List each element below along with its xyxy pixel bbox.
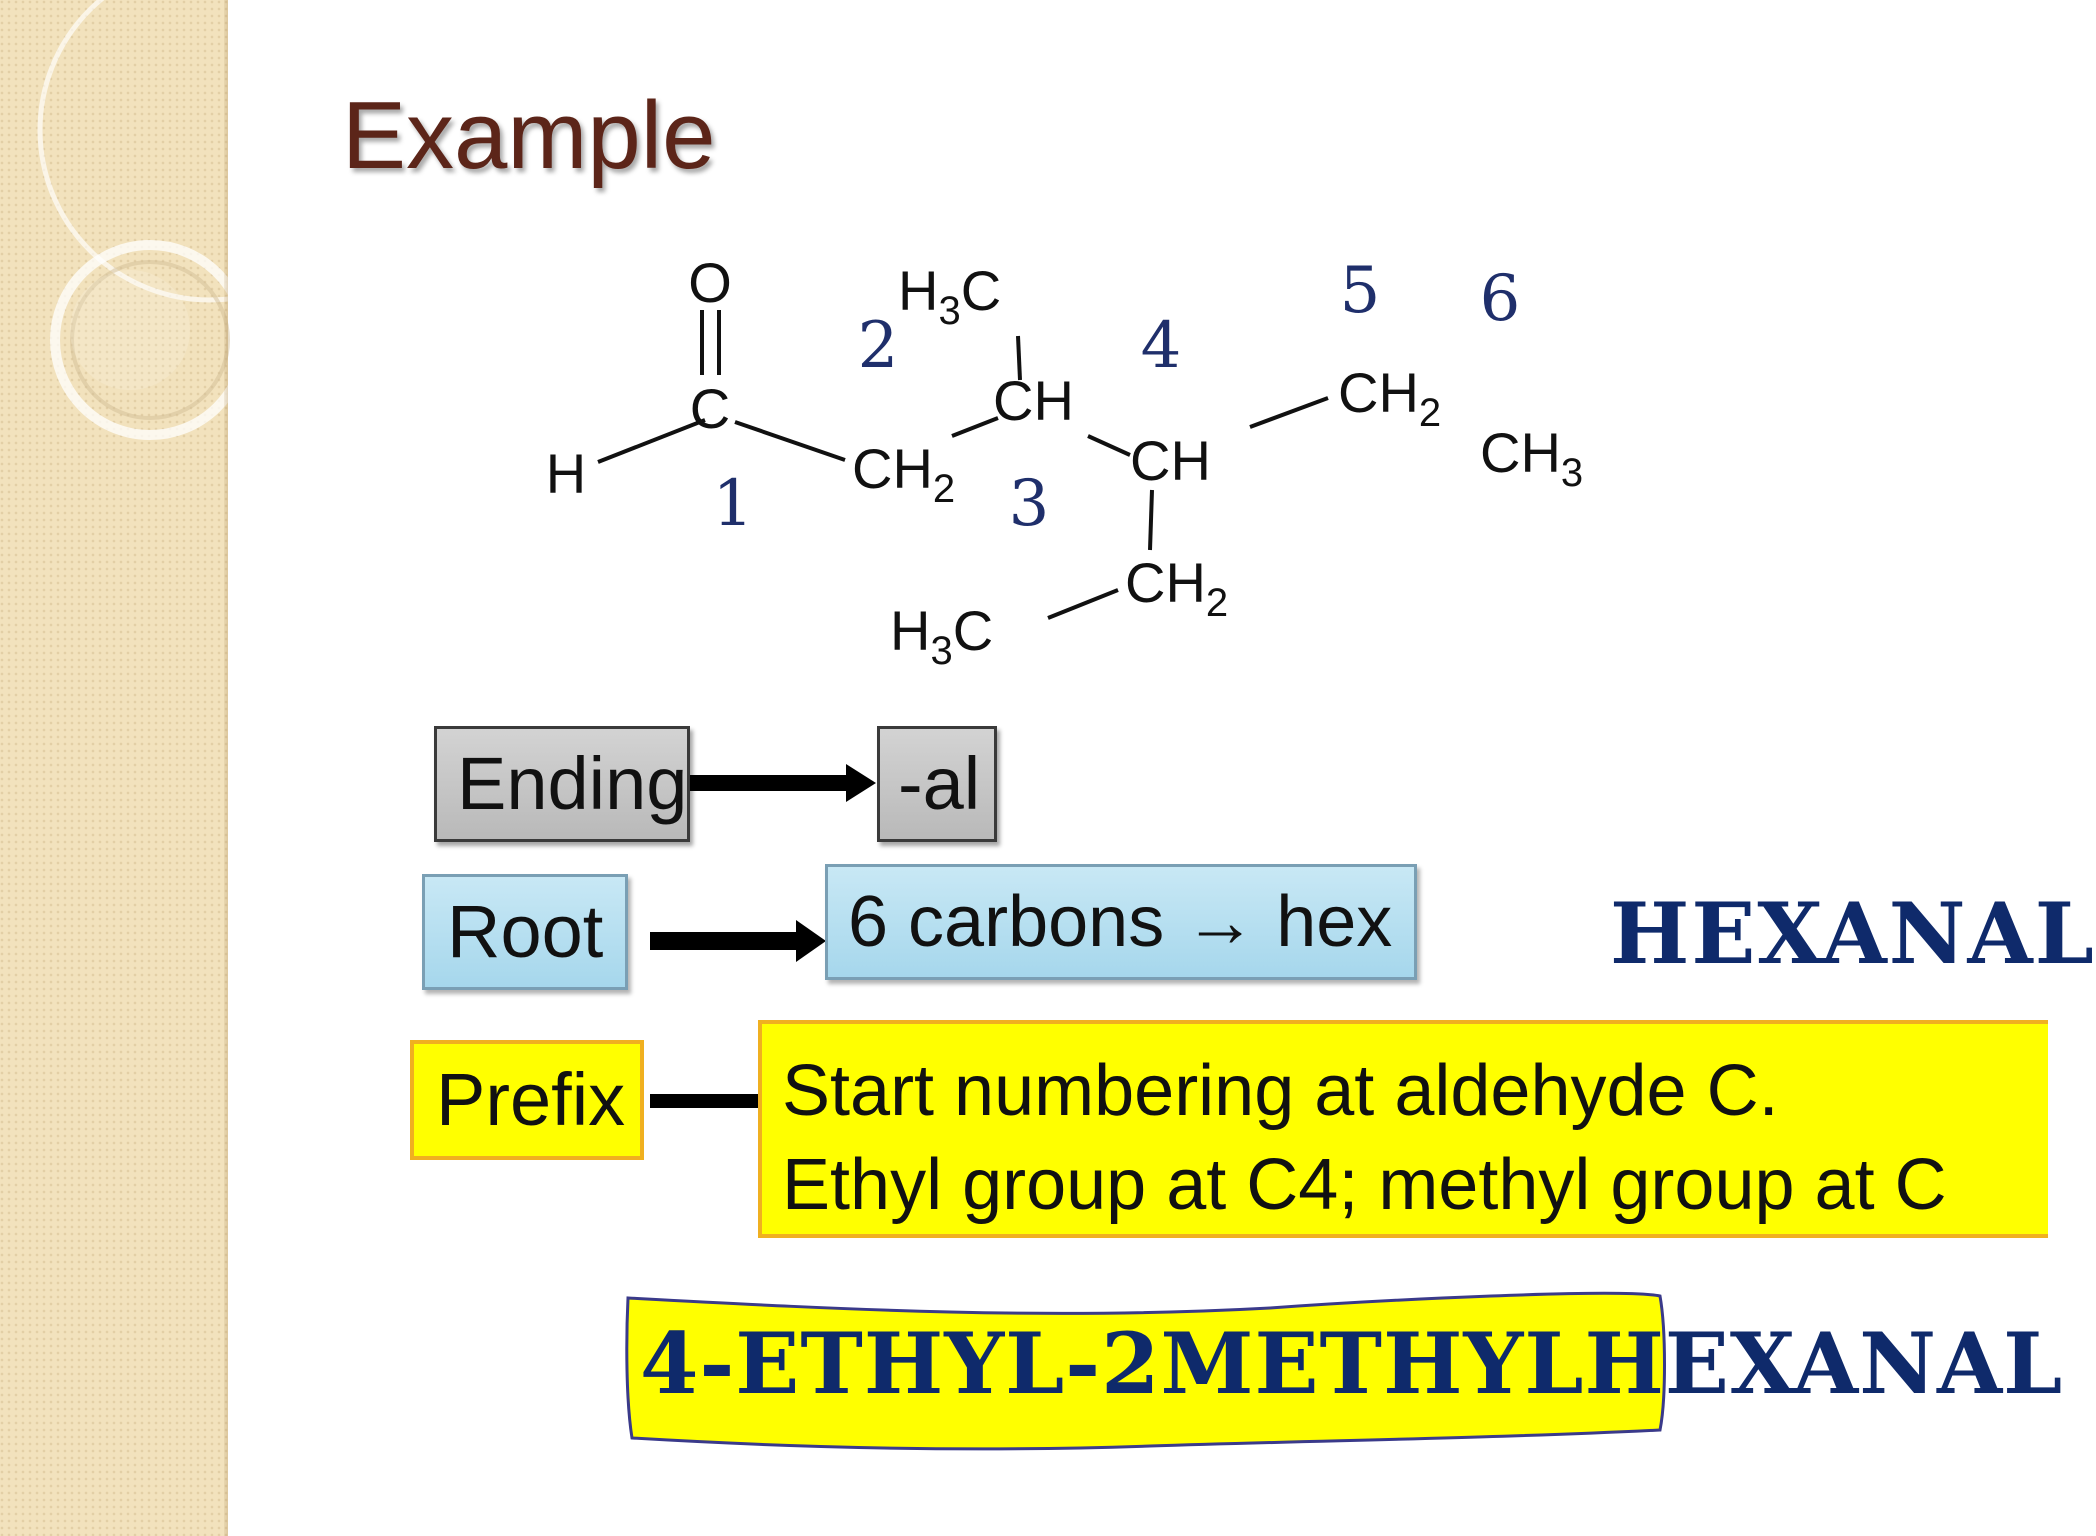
bond-ethyl-methyl (1047, 588, 1119, 620)
bond-c3-methyl (1016, 335, 1022, 381)
bond-c1-c2 (734, 420, 846, 462)
structural-formula: O C H CH2 CH H3C CH (546, 251, 1583, 673)
ending-value: -al (898, 742, 981, 825)
atom-ch3-c6: CH3 (1480, 421, 1583, 495)
bond-c2-c3 (951, 416, 999, 438)
ending-arrow-icon (690, 764, 876, 802)
carbon-number-6: 6 (1480, 262, 1521, 336)
prefix-line-1: Start numbering at aldehyde C. (782, 1051, 1779, 1131)
prefix-label: Prefix (436, 1058, 626, 1141)
carbon-number-4: 4 (1141, 309, 1182, 383)
carbon-number-1: 1 (713, 467, 754, 541)
sidebar-rings-decoration (37, 0, 383, 440)
atom-ch-c4: CH (1130, 429, 1211, 492)
atom-hydrogen: H (546, 442, 586, 505)
carbon-number-5: 5 (1340, 254, 1381, 328)
prefix-description-box (758, 1020, 2048, 1238)
root-arrow-icon (650, 920, 826, 962)
root-label-box: Root (422, 874, 628, 990)
decorative-sidebar (0, 0, 383, 1536)
root-value-box: 6 carbons → hex (825, 864, 1417, 980)
final-compound-name: 4-ETHYL-2METHYLHEXANAL (640, 1314, 2064, 1413)
bond-h-c1 (597, 418, 706, 464)
prefix-description: Start numbering at aldehyde C. Ethyl gro… (782, 1044, 2042, 1232)
carbon-number-3: 3 (1009, 467, 1050, 541)
prefix-line-2: Ethyl group at C4; methyl group at C (782, 1145, 1947, 1225)
ending-label-box: Ending (434, 726, 690, 842)
atom-carbon-1: C (690, 377, 730, 440)
atom-ch2-c2: CH2 (852, 437, 955, 511)
ending-value-box: -al (877, 726, 997, 842)
atom-methyl-bottom: H3C (890, 599, 993, 673)
bond-c4-c5 (1249, 396, 1329, 429)
ending-label: Ending (457, 742, 688, 825)
atom-ch2-ethyl: CH2 (1125, 551, 1228, 625)
final-name-banner (625, 1291, 1666, 1451)
atom-oxygen: O (688, 251, 732, 314)
root-value: 6 carbons → hex (848, 882, 1393, 962)
hexanal-name: HEXANAL (1610, 884, 2096, 983)
atom-ch2-c5: CH2 (1338, 361, 1441, 435)
carbon-number-2: 2 (858, 309, 899, 383)
root-label: Root (447, 890, 604, 973)
atom-methyl-top: H3C (898, 259, 1001, 333)
bond-c3-c4 (1087, 434, 1131, 457)
bond-c4-ethyl (1148, 489, 1154, 551)
atom-ch-c3: CH (993, 369, 1074, 432)
prefix-label-box: Prefix (410, 1040, 644, 1160)
slide-title: Example (342, 82, 716, 189)
prefix-connector-line (650, 1094, 760, 1108)
